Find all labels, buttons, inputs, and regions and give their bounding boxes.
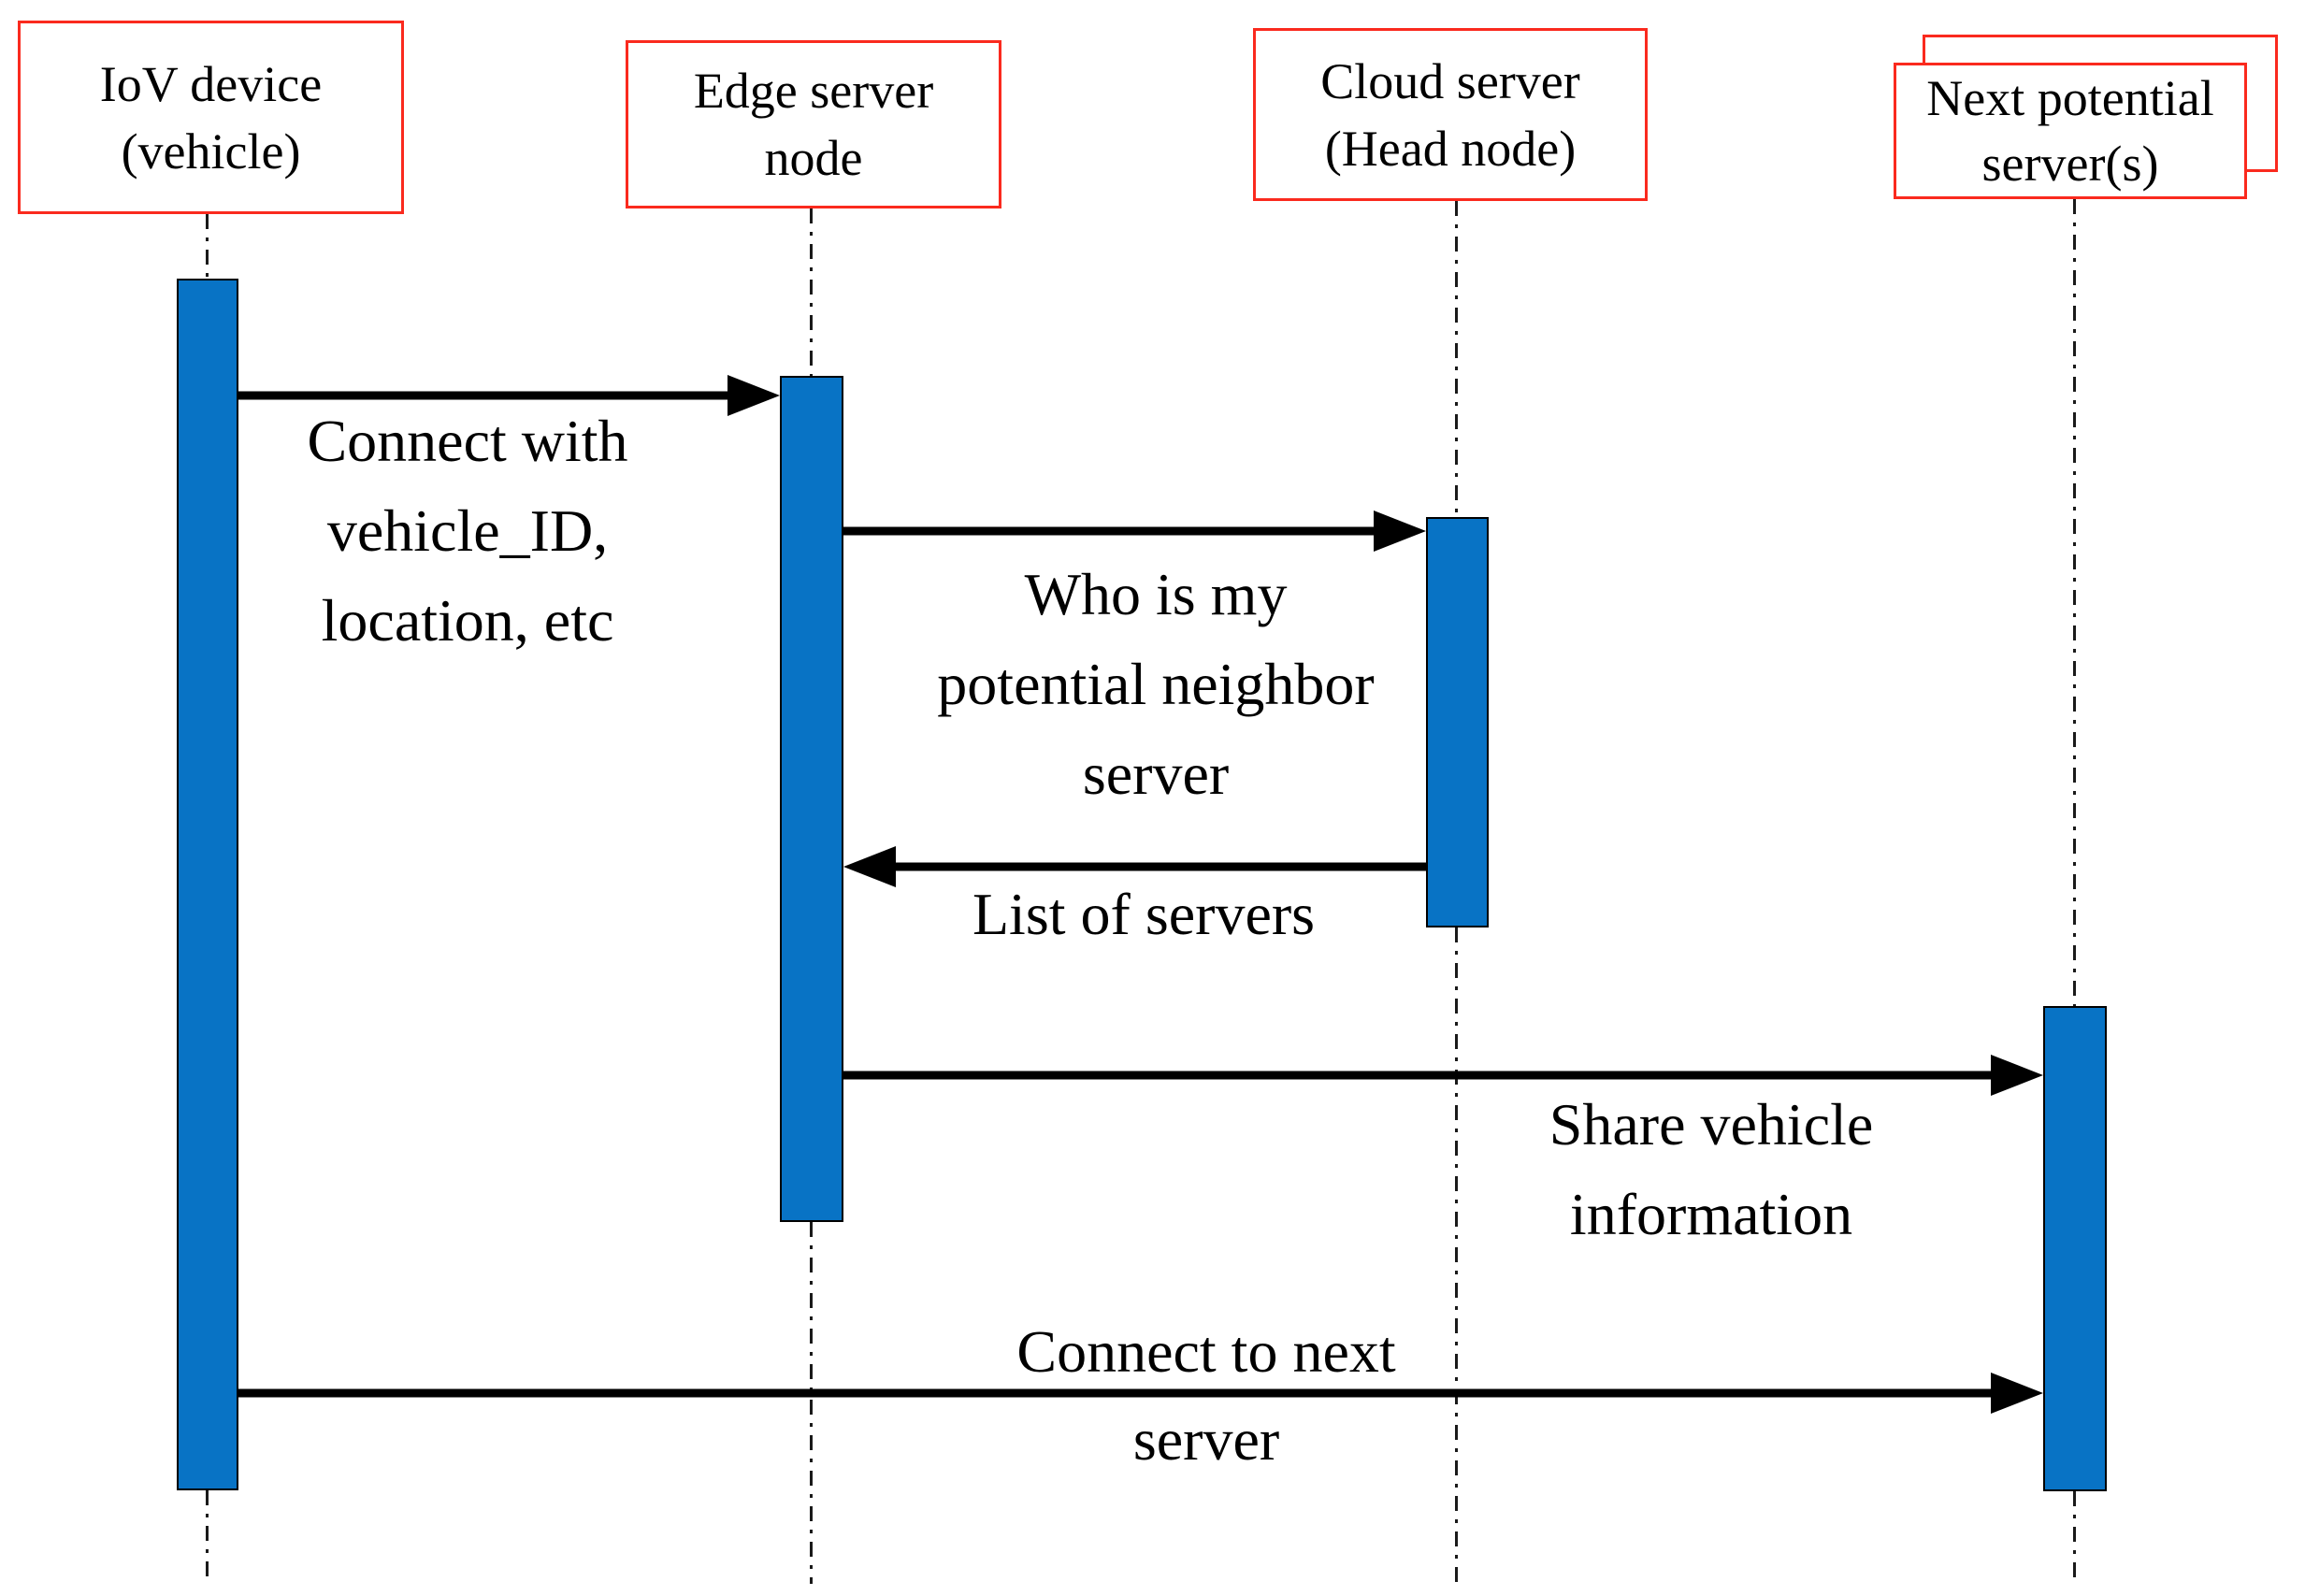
message-label-line: information xyxy=(1569,1181,1853,1247)
message-arrow-who-is-neighbor xyxy=(843,510,1426,552)
message-label-line: location, etc xyxy=(321,587,614,654)
message-label-line: Connect to next xyxy=(1016,1318,1396,1385)
arrow-shaft xyxy=(238,391,735,400)
message-label-line: Share vehicle xyxy=(1549,1091,1874,1157)
actor-label-line: node xyxy=(764,130,863,186)
actor-box-iov-device: IoV device (vehicle) xyxy=(18,21,404,214)
actor-label-line: Cloud server xyxy=(1320,52,1580,109)
arrow-shaft xyxy=(888,862,1426,871)
lifeline-next-server xyxy=(2073,199,2076,1006)
actor-label-line: Edge server xyxy=(693,63,934,119)
lifeline-edge-server xyxy=(810,1222,813,1584)
actor-box-cloud-server: Cloud server (Head node) xyxy=(1253,28,1648,201)
actor-label-line: server(s) xyxy=(1981,136,2159,192)
message-label-line: vehicle_ID, xyxy=(326,497,609,564)
actor-box-edge-server: Edge server node xyxy=(626,40,1001,208)
activation-bar-iov-device xyxy=(177,279,238,1490)
lifeline-next-server xyxy=(2073,1491,2076,1584)
arrowhead-right-icon xyxy=(1374,510,1426,552)
message-arrow-list-of-servers xyxy=(843,846,1426,887)
arrow-shaft xyxy=(843,1071,1998,1080)
arrow-shaft xyxy=(238,1388,1998,1398)
message-label-line: Who is my xyxy=(1024,561,1288,627)
message-label-line: List of servers xyxy=(972,881,1316,947)
lifeline-iov-device xyxy=(206,1490,209,1584)
lifeline-cloud-server xyxy=(1455,201,1458,517)
message-label-line: server xyxy=(1082,740,1230,807)
arrow-shaft xyxy=(843,526,1381,536)
lifeline-cloud-server xyxy=(1455,927,1458,1584)
activation-bar-next-server xyxy=(2043,1006,2107,1491)
arrowhead-right-icon xyxy=(1991,1055,2043,1096)
message-label-list-of-servers: List of servers xyxy=(900,870,1387,959)
message-label-line: potential neighbor xyxy=(937,651,1375,717)
lifeline-iov-device xyxy=(206,214,209,279)
arrowhead-right-icon xyxy=(728,375,780,416)
actor-label-line: IoV device xyxy=(99,55,323,112)
lifeline-edge-server xyxy=(810,208,813,376)
message-label-line: Connect with xyxy=(307,408,628,474)
message-arrow-share-info xyxy=(843,1055,2043,1096)
arrowhead-right-icon xyxy=(1991,1373,2043,1414)
activation-bar-cloud-server xyxy=(1426,517,1489,927)
activation-bar-edge-server xyxy=(780,376,843,1222)
message-label-who-is-neighbor: Who is my potential neighbor server xyxy=(913,550,1399,819)
message-label-connect-next: Connect to next server xyxy=(963,1308,1449,1484)
actor-label-line: (vehicle) xyxy=(121,122,301,180)
actor-label-line: Next potential xyxy=(1926,70,2214,126)
message-label-line: server xyxy=(1132,1406,1280,1473)
message-arrow-connect-next xyxy=(238,1373,2043,1414)
actor-label-line: (Head node) xyxy=(1324,120,1577,177)
actor-box-next-server: Next potential server(s) xyxy=(1894,63,2247,199)
message-arrow-connect-with-id xyxy=(238,375,780,416)
message-label-connect-with-id: Connect with vehicle_ID, location, etc xyxy=(224,396,711,666)
arrowhead-left-icon xyxy=(843,846,896,887)
message-label-share-info: Share vehicle information xyxy=(1468,1080,1954,1259)
